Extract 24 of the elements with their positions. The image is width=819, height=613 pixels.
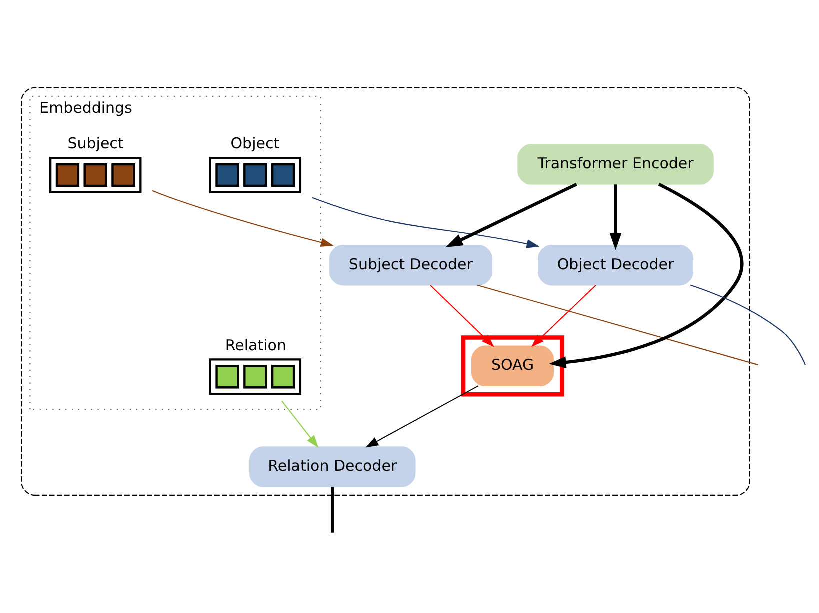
arrow [430,285,494,348]
arrow [312,197,540,248]
node-box: SOAG [472,346,554,387]
arrow [366,386,479,448]
cluster [21,87,750,496]
connector [331,487,334,533]
node-box: Object Decoder [538,244,694,286]
node-label: Relation [225,336,286,354]
node-box: Relation Decoder [250,446,416,488]
node-box: Transformer Encoder [518,144,714,185]
node-box [209,157,302,194]
node-label: Subject [68,134,124,153]
node-label: Object [230,134,280,153]
arrow [610,184,622,250]
node-box: Subject Decoder [329,244,492,286]
node-box [50,157,142,194]
arrow [446,182,578,248]
node-box [209,358,302,396]
arrow [152,190,334,248]
connector [476,284,758,366]
arrow [549,183,744,369]
connector [690,284,806,366]
arrow [282,400,319,448]
arrow [531,285,596,348]
